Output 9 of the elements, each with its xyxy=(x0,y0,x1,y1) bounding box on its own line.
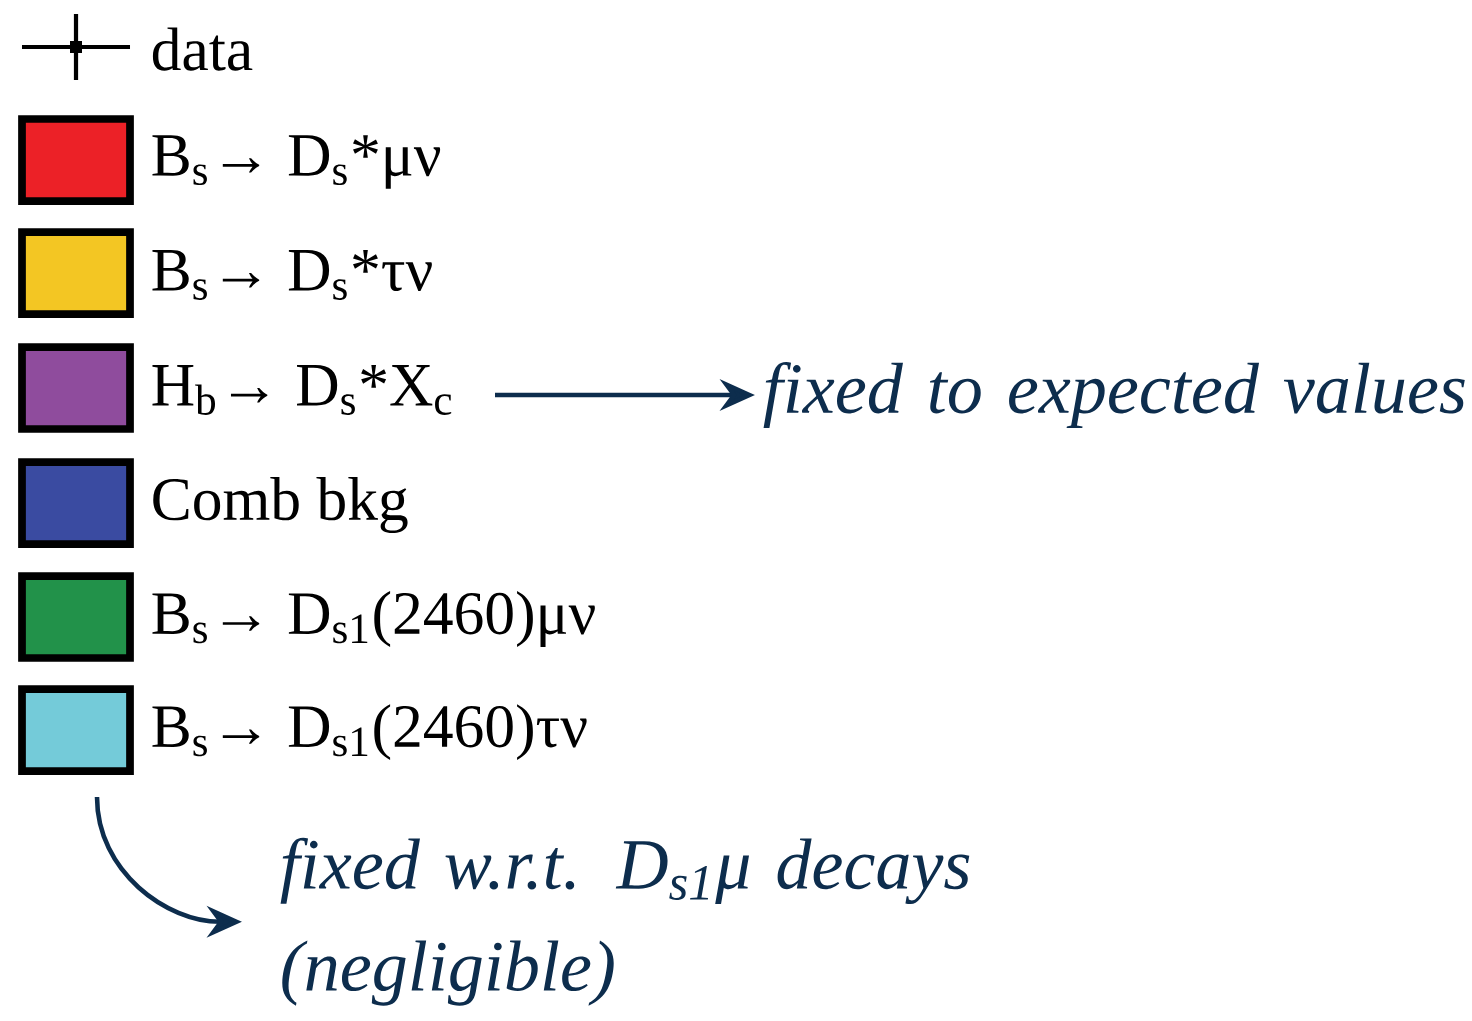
legend-label: H$_{b}$→ D$_{s}$*X$_{c}$ xyxy=(152,365,452,415)
legend-label: B$_{s}$→ D$_{s}$*τν xyxy=(152,250,432,300)
legend-label: data xyxy=(152,27,253,71)
legend-label: Comb bkg xyxy=(153,477,408,533)
annotation-text: fixed w.r.t. D$_{s1}$μ decays (negligible) xyxy=(280,837,970,1006)
legend-label: B$_{s}$→ D$_{s1}$(2460)μν xyxy=(152,591,595,647)
annotation-text: fixed to expected values xyxy=(763,362,1465,429)
legend-label: B$_{s}$→ D$_{s1}$(2460)τν xyxy=(152,704,587,760)
legend-label: B$_{s}$→ D$_{s}$*μν xyxy=(152,135,441,189)
